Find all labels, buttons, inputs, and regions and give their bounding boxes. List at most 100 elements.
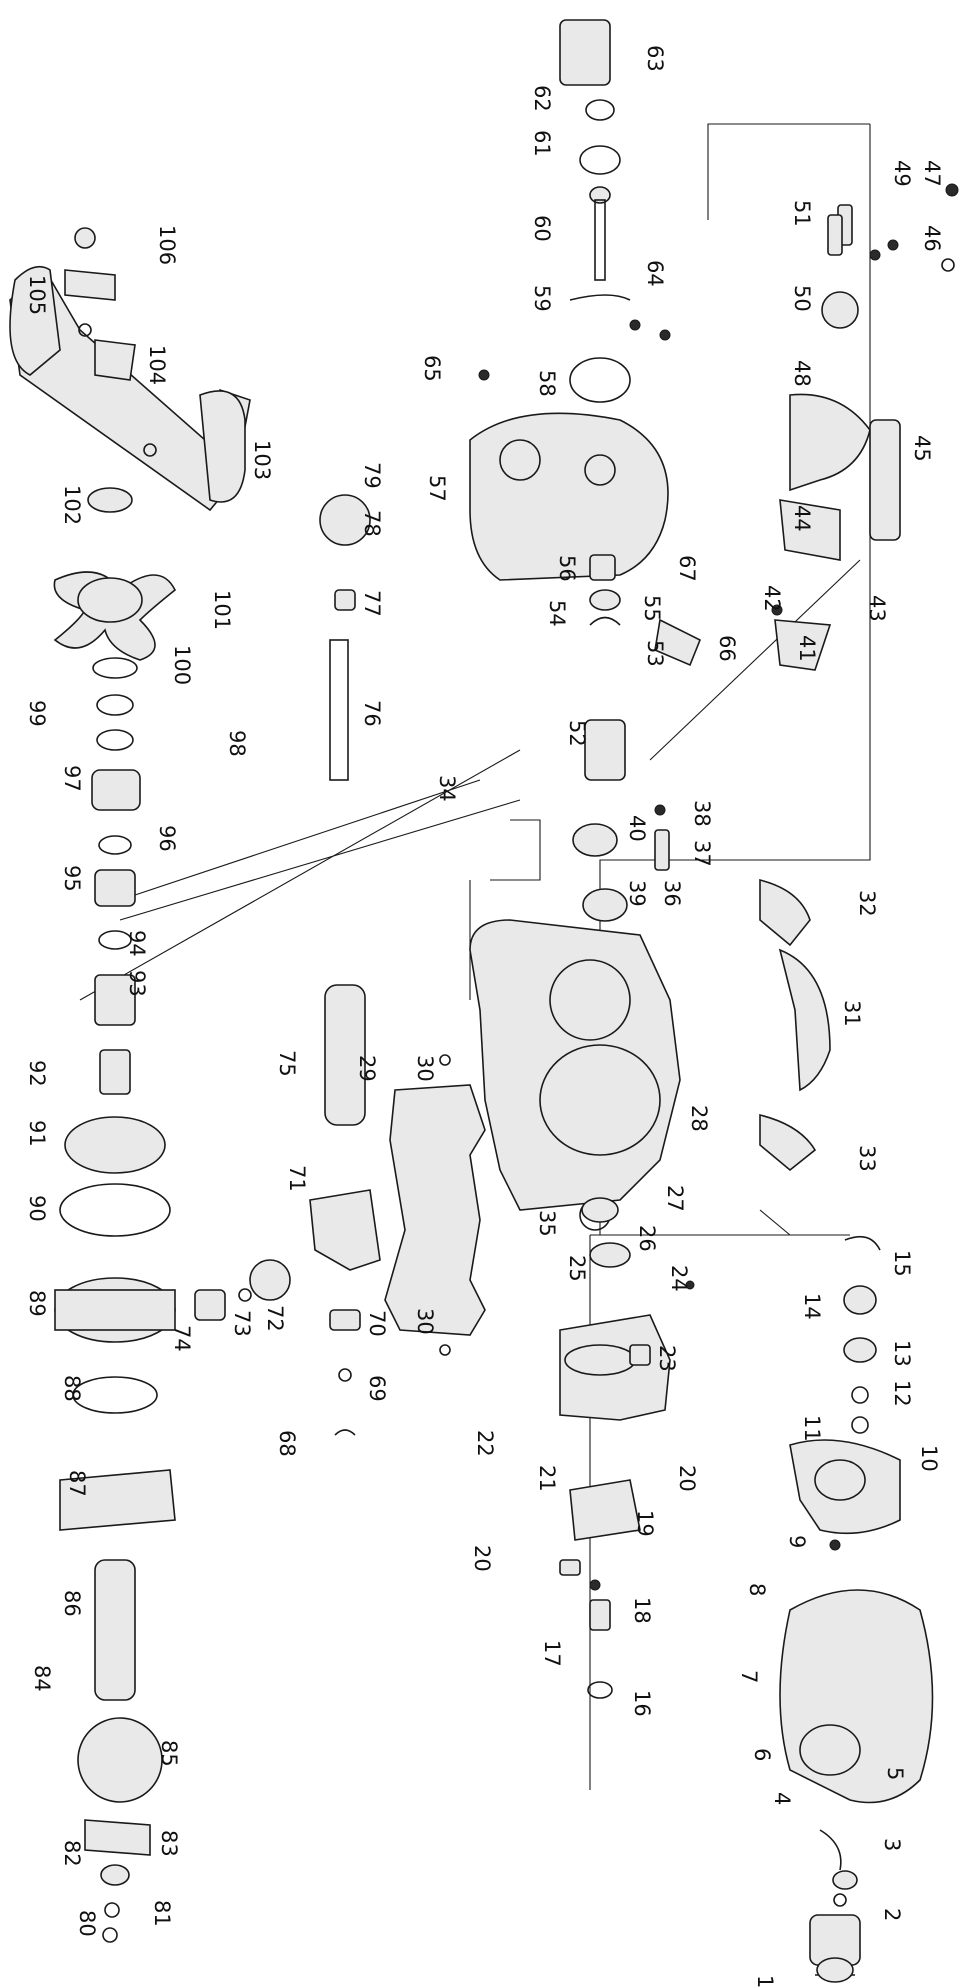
part-label-73: 73 bbox=[230, 1310, 254, 1337]
cast-knob-stack bbox=[809, 1235, 881, 1983]
part-label-30: 30 bbox=[413, 1055, 437, 1082]
part-label-2: 2 bbox=[880, 1908, 904, 1921]
part-label-54: 54 bbox=[545, 600, 569, 627]
part-label-90: 90 bbox=[25, 1195, 49, 1222]
part-label-58: 58 bbox=[535, 370, 559, 397]
part-label-102: 102 bbox=[60, 485, 84, 525]
ratchet-parts bbox=[572, 618, 702, 922]
part-label-40: 40 bbox=[625, 815, 649, 842]
part-label-43: 43 bbox=[865, 595, 889, 622]
part-label-77: 77 bbox=[360, 590, 384, 617]
part-label-56: 56 bbox=[555, 555, 579, 582]
part-label-23: 23 bbox=[655, 1345, 679, 1372]
part-label-87: 87 bbox=[65, 1470, 89, 1497]
part-label-30-b: 30 bbox=[413, 1308, 437, 1335]
part-label-105: 105 bbox=[25, 275, 49, 315]
part-label-39: 39 bbox=[625, 880, 649, 907]
part-label-34: 34 bbox=[435, 775, 459, 802]
pinion-parts bbox=[579, 554, 631, 1268]
part-label-25: 25 bbox=[565, 1255, 589, 1282]
part-label-35: 35 bbox=[535, 1210, 559, 1237]
part-label-99: 99 bbox=[25, 700, 49, 727]
part-label-82: 82 bbox=[60, 1840, 84, 1867]
part-label-81: 81 bbox=[150, 1900, 174, 1927]
part-label-89: 89 bbox=[25, 1290, 49, 1317]
part-label-48: 48 bbox=[790, 360, 814, 387]
part-label-61: 61 bbox=[530, 130, 554, 157]
part-label-104: 104 bbox=[145, 345, 169, 385]
part-labels: 1 2 3 4 5 6 7 8 9 10 11 12 13 14 15 16 1… bbox=[25, 45, 944, 1987]
part-label-4: 4 bbox=[770, 1792, 794, 1805]
part-label-93: 93 bbox=[125, 970, 149, 997]
levelwind-assembly bbox=[194, 494, 381, 1436]
star-drag bbox=[53, 571, 177, 661]
part-label-8: 8 bbox=[745, 1583, 769, 1596]
part-label-11: 11 bbox=[800, 1415, 824, 1442]
part-label-91: 91 bbox=[25, 1120, 49, 1147]
part-label-64: 64 bbox=[643, 260, 667, 287]
part-label-22: 22 bbox=[473, 1430, 497, 1457]
top-gear-parts bbox=[559, 19, 631, 403]
part-label-85: 85 bbox=[157, 1740, 181, 1767]
part-label-88: 88 bbox=[60, 1375, 84, 1402]
part-label-49: 49 bbox=[890, 160, 914, 187]
part-label-6: 6 bbox=[750, 1748, 774, 1761]
part-label-74: 74 bbox=[170, 1325, 194, 1352]
cast-control-assembly bbox=[559, 1314, 671, 1699]
part-label-72: 72 bbox=[263, 1305, 287, 1332]
part-label-16: 16 bbox=[630, 1690, 654, 1717]
part-label-14: 14 bbox=[800, 1293, 824, 1320]
part-label-57: 57 bbox=[425, 475, 449, 502]
part-label-101: 101 bbox=[210, 590, 234, 630]
part-label-33: 33 bbox=[855, 1145, 879, 1172]
small-screws bbox=[478, 183, 959, 1591]
part-label-51: 51 bbox=[790, 200, 814, 227]
part-label-66: 66 bbox=[715, 635, 739, 662]
part-label-71: 71 bbox=[285, 1165, 309, 1192]
part-label-65: 65 bbox=[420, 355, 444, 382]
part-label-45: 45 bbox=[910, 435, 934, 462]
part-label-18: 18 bbox=[630, 1597, 654, 1624]
part-label-62: 62 bbox=[530, 85, 554, 112]
part-label-27: 27 bbox=[663, 1185, 687, 1212]
part-label-17: 17 bbox=[540, 1640, 564, 1667]
part-label-79: 79 bbox=[360, 462, 384, 489]
part-label-36: 36 bbox=[660, 880, 684, 907]
part-label-96: 96 bbox=[155, 825, 179, 852]
part-label-29: 29 bbox=[355, 1055, 379, 1082]
part-label-24: 24 bbox=[667, 1265, 691, 1292]
part-label-1: 1 bbox=[753, 1975, 777, 1987]
part-label-67: 67 bbox=[675, 555, 699, 582]
part-label-103: 103 bbox=[250, 440, 274, 480]
part-label-69: 69 bbox=[365, 1375, 389, 1402]
part-label-37: 37 bbox=[690, 840, 714, 867]
spool-frame bbox=[469, 919, 681, 1211]
sideplate-frame bbox=[384, 1054, 486, 1356]
part-label-28: 28 bbox=[687, 1105, 711, 1132]
part-label-42: 42 bbox=[760, 585, 784, 612]
part-label-60: 60 bbox=[530, 215, 554, 242]
part-label-44: 44 bbox=[790, 505, 814, 532]
part-label-75: 75 bbox=[275, 1050, 299, 1077]
part-label-86: 86 bbox=[60, 1590, 84, 1617]
main-gear-stack bbox=[54, 1116, 176, 1943]
part-label-38: 38 bbox=[690, 800, 714, 827]
part-label-10: 10 bbox=[917, 1445, 941, 1472]
handle-nut-parts bbox=[64, 227, 136, 513]
part-label-98: 98 bbox=[225, 730, 249, 757]
part-label-20-b: 20 bbox=[470, 1545, 494, 1572]
part-label-13: 13 bbox=[890, 1340, 914, 1367]
side-cover bbox=[469, 412, 669, 581]
part-label-15: 15 bbox=[890, 1250, 914, 1277]
part-label-59: 59 bbox=[530, 285, 554, 312]
part-label-9: 9 bbox=[785, 1535, 809, 1548]
part-label-31: 31 bbox=[840, 1000, 864, 1027]
brake-plates bbox=[759, 878, 831, 1172]
part-label-19: 19 bbox=[633, 1510, 657, 1537]
right-sideplate bbox=[779, 1439, 934, 1804]
part-label-100: 100 bbox=[170, 645, 194, 685]
part-label-5: 5 bbox=[883, 1767, 907, 1780]
part-label-47: 47 bbox=[920, 160, 944, 187]
drag-washers bbox=[91, 657, 141, 1095]
